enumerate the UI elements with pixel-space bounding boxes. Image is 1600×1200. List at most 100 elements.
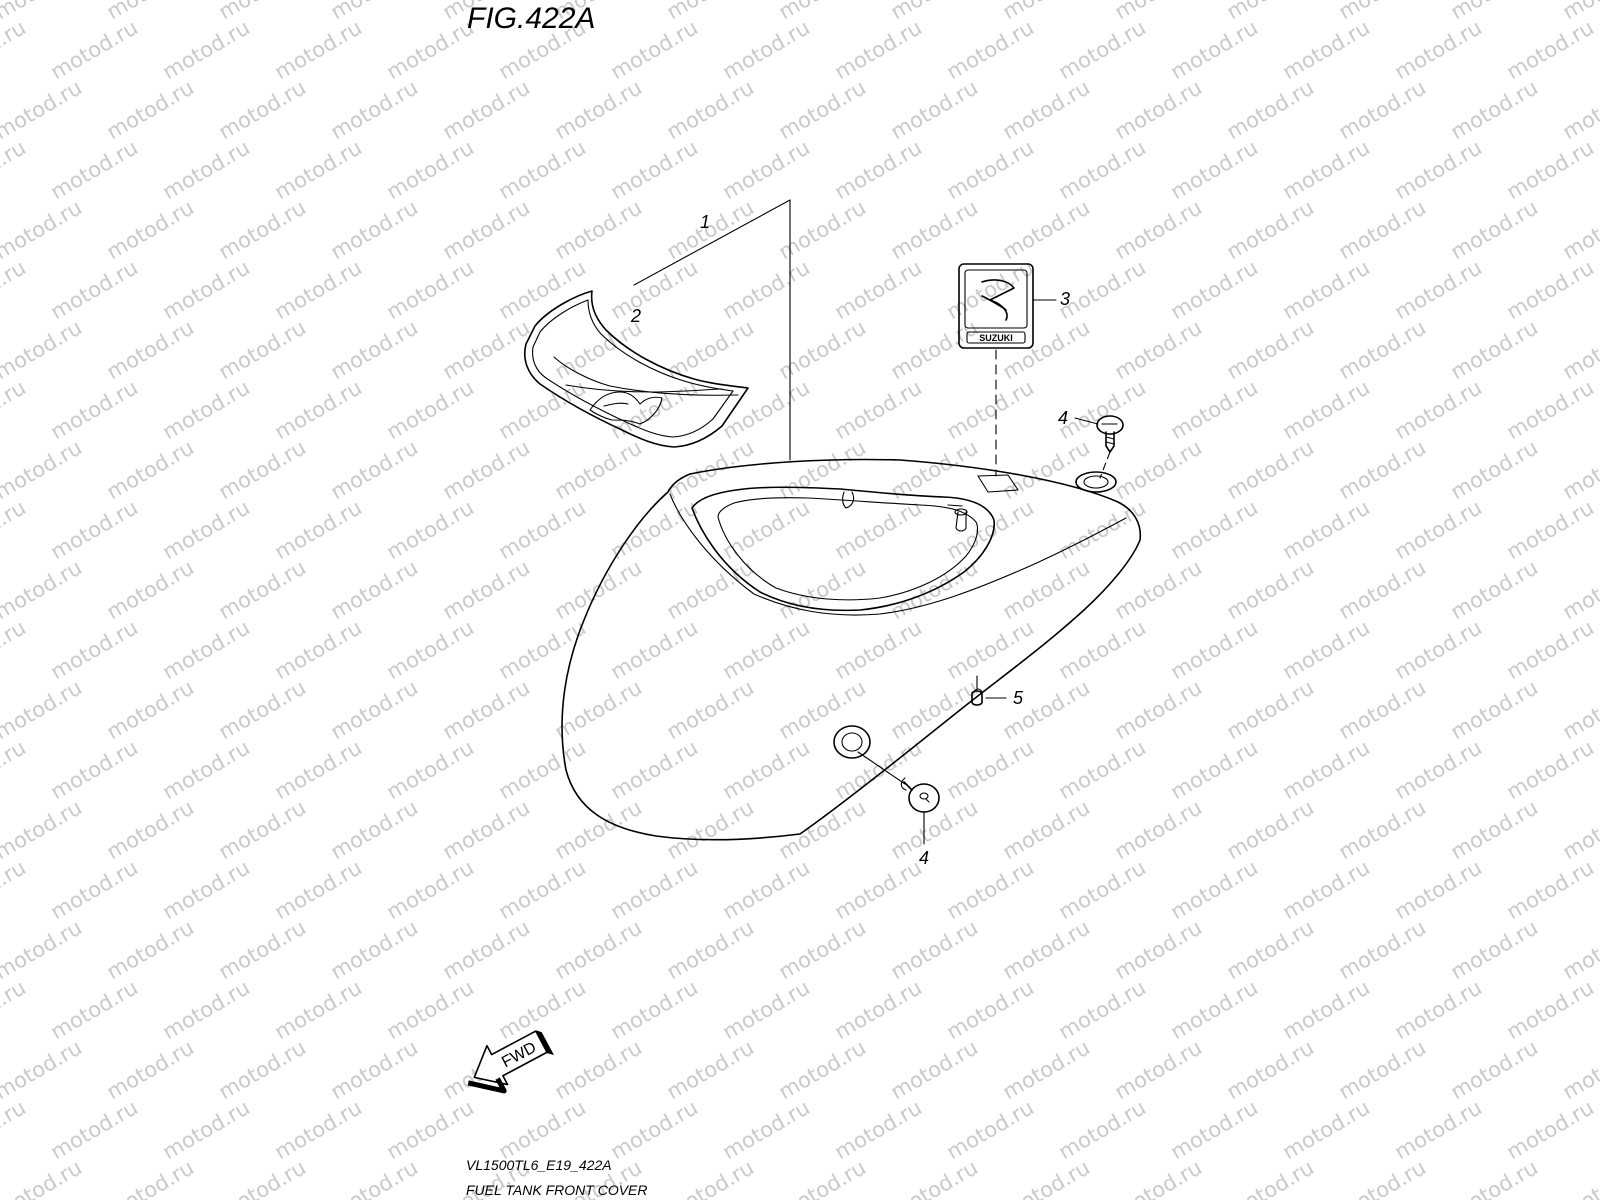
- watermark-text: motod.ru: [1055, 15, 1150, 84]
- watermark-text: motod.ru: [1223, 435, 1318, 504]
- watermark-text: motod.ru: [0, 555, 86, 624]
- watermark-text: motod.ru: [271, 255, 366, 324]
- watermark-text: motod.ru: [1447, 315, 1542, 384]
- watermark-text: motod.ru: [327, 1035, 422, 1104]
- watermark-text: motod.ru: [495, 615, 590, 684]
- watermark-text: motod.ru: [887, 75, 982, 144]
- watermark-text: motod.ru: [159, 375, 254, 444]
- watermark-text: motod.ru: [999, 675, 1094, 744]
- watermark-text: motod.ru: [943, 15, 1038, 84]
- watermark-text: motod.ru: [551, 75, 646, 144]
- watermark-text: motod.ru: [1391, 735, 1486, 804]
- watermark-text: motod.ru: [1447, 795, 1542, 864]
- watermark-text: motod.ru: [719, 855, 814, 924]
- watermark-text: motod.ru: [775, 75, 870, 144]
- watermark-text: motod.ru: [607, 15, 702, 84]
- watermark-text: motod.ru: [0, 75, 86, 144]
- placement-line-4-bottom: [857, 751, 906, 785]
- watermark-text: motod.ru: [887, 675, 982, 744]
- watermark-text: motod.ru: [719, 255, 814, 324]
- watermark-text: motod.ru: [999, 1155, 1094, 1200]
- placement-line-4-top: [1099, 451, 1111, 479]
- watermark-text: motod.ru: [775, 1035, 870, 1104]
- watermark-text: motod.ru: [999, 915, 1094, 984]
- watermark-text: motod.ru: [887, 915, 982, 984]
- watermark-text: motod.ru: [47, 975, 142, 1044]
- watermark-text: motod.ru: [383, 615, 478, 684]
- watermark-text: motod.ru: [1559, 795, 1600, 864]
- watermark-text: motod.ru: [551, 195, 646, 264]
- watermark-text: motod.ru: [383, 135, 478, 204]
- watermark-text: motod.ru: [1503, 975, 1598, 1044]
- watermark-text: motod.ru: [1167, 255, 1262, 324]
- watermark-text: motod.ru: [551, 915, 646, 984]
- watermark-text: motod.ru: [831, 375, 926, 444]
- watermark-text: motod.ru: [831, 855, 926, 924]
- watermark-text: motod.ru: [999, 435, 1094, 504]
- watermark-text: motod.ru: [1391, 135, 1486, 204]
- watermark-text: motod.ru: [1335, 915, 1430, 984]
- figure-caption: FUEL TANK FRONT COVER: [466, 1182, 648, 1198]
- watermark-text: motod.ru: [1167, 495, 1262, 564]
- watermark-text: motod.ru: [1335, 0, 1430, 24]
- watermark-text: motod.ru: [1447, 1035, 1542, 1104]
- watermark-text: motod.ru: [103, 195, 198, 264]
- watermark-text: motod.ru: [103, 795, 198, 864]
- watermark-text: motod.ru: [1447, 675, 1542, 744]
- watermark-text: motod.ru: [327, 195, 422, 264]
- watermark-text: motod.ru: [215, 795, 310, 864]
- watermark-text: motod.ru: [775, 915, 870, 984]
- watermark-text: motod.ru: [1167, 1095, 1262, 1164]
- watermark-text: motod.ru: [47, 495, 142, 564]
- callout-3: 3: [1060, 289, 1070, 309]
- watermark-text: motod.ru: [383, 1095, 478, 1164]
- watermark-text: motod.ru: [887, 1035, 982, 1104]
- watermark-text: motod.ru: [215, 1035, 310, 1104]
- watermark-text: motod.ru: [1391, 855, 1486, 924]
- watermark-text: motod.ru: [383, 375, 478, 444]
- watermark-text: motod.ru: [1279, 855, 1374, 924]
- watermark-text: motod.ru: [1167, 135, 1262, 204]
- watermark-text: motod.ru: [327, 915, 422, 984]
- watermark-text: motod.ru: [1055, 1095, 1150, 1164]
- model-code: VL1500TL6_E19_422A: [466, 1157, 612, 1173]
- watermark-text: motod.ru: [1055, 855, 1150, 924]
- watermark-text: motod.ru: [327, 795, 422, 864]
- watermark-text: motod.ru: [1111, 0, 1206, 24]
- watermark-text: motod.ru: [1559, 1155, 1600, 1200]
- watermark-text: motod.ru: [1391, 255, 1486, 324]
- watermark-text: motod.ru: [663, 555, 758, 624]
- watermark-text: motod.ru: [383, 855, 478, 924]
- watermark-text: motod.ru: [1391, 615, 1486, 684]
- watermark-text: motod.ru: [551, 435, 646, 504]
- leader-lines-1-2: [633, 199, 791, 461]
- part-4-screw-bottom: [900, 777, 940, 813]
- watermark-text: motod.ru: [103, 1155, 198, 1200]
- watermark-text: motod.ru: [719, 495, 814, 564]
- watermark-text: motod.ru: [215, 435, 310, 504]
- watermark-text: motod.ru: [1335, 435, 1430, 504]
- watermark-text: motod.ru: [1391, 495, 1486, 564]
- watermark-text: motod.ru: [0, 15, 30, 84]
- watermark-text: motod.ru: [1111, 915, 1206, 984]
- watermark-text: motod.ru: [215, 675, 310, 744]
- watermark-text: motod.ru: [271, 135, 366, 204]
- watermark-text: motod.ru: [327, 555, 422, 624]
- watermark-text: motod.ru: [1335, 1035, 1430, 1104]
- watermark-text: motod.ru: [1111, 675, 1206, 744]
- watermark-text: motod.ru: [1055, 615, 1150, 684]
- watermark-text: motod.ru: [271, 1095, 366, 1164]
- watermark-text: motod.ru: [663, 195, 758, 264]
- watermark-text: motod.ru: [439, 915, 534, 984]
- watermark-text: motod.ru: [271, 375, 366, 444]
- watermark-text: motod.ru: [1223, 915, 1318, 984]
- figure-title: FIG.422A: [467, 2, 595, 35]
- watermark-text: motod.ru: [1503, 135, 1598, 204]
- watermark-text: motod.ru: [1503, 495, 1598, 564]
- watermark-text: motod.ru: [999, 315, 1094, 384]
- watermark-text: motod.ru: [943, 975, 1038, 1044]
- watermark-text: motod.ru: [1167, 375, 1262, 444]
- watermark-text: motod.ru: [1559, 435, 1600, 504]
